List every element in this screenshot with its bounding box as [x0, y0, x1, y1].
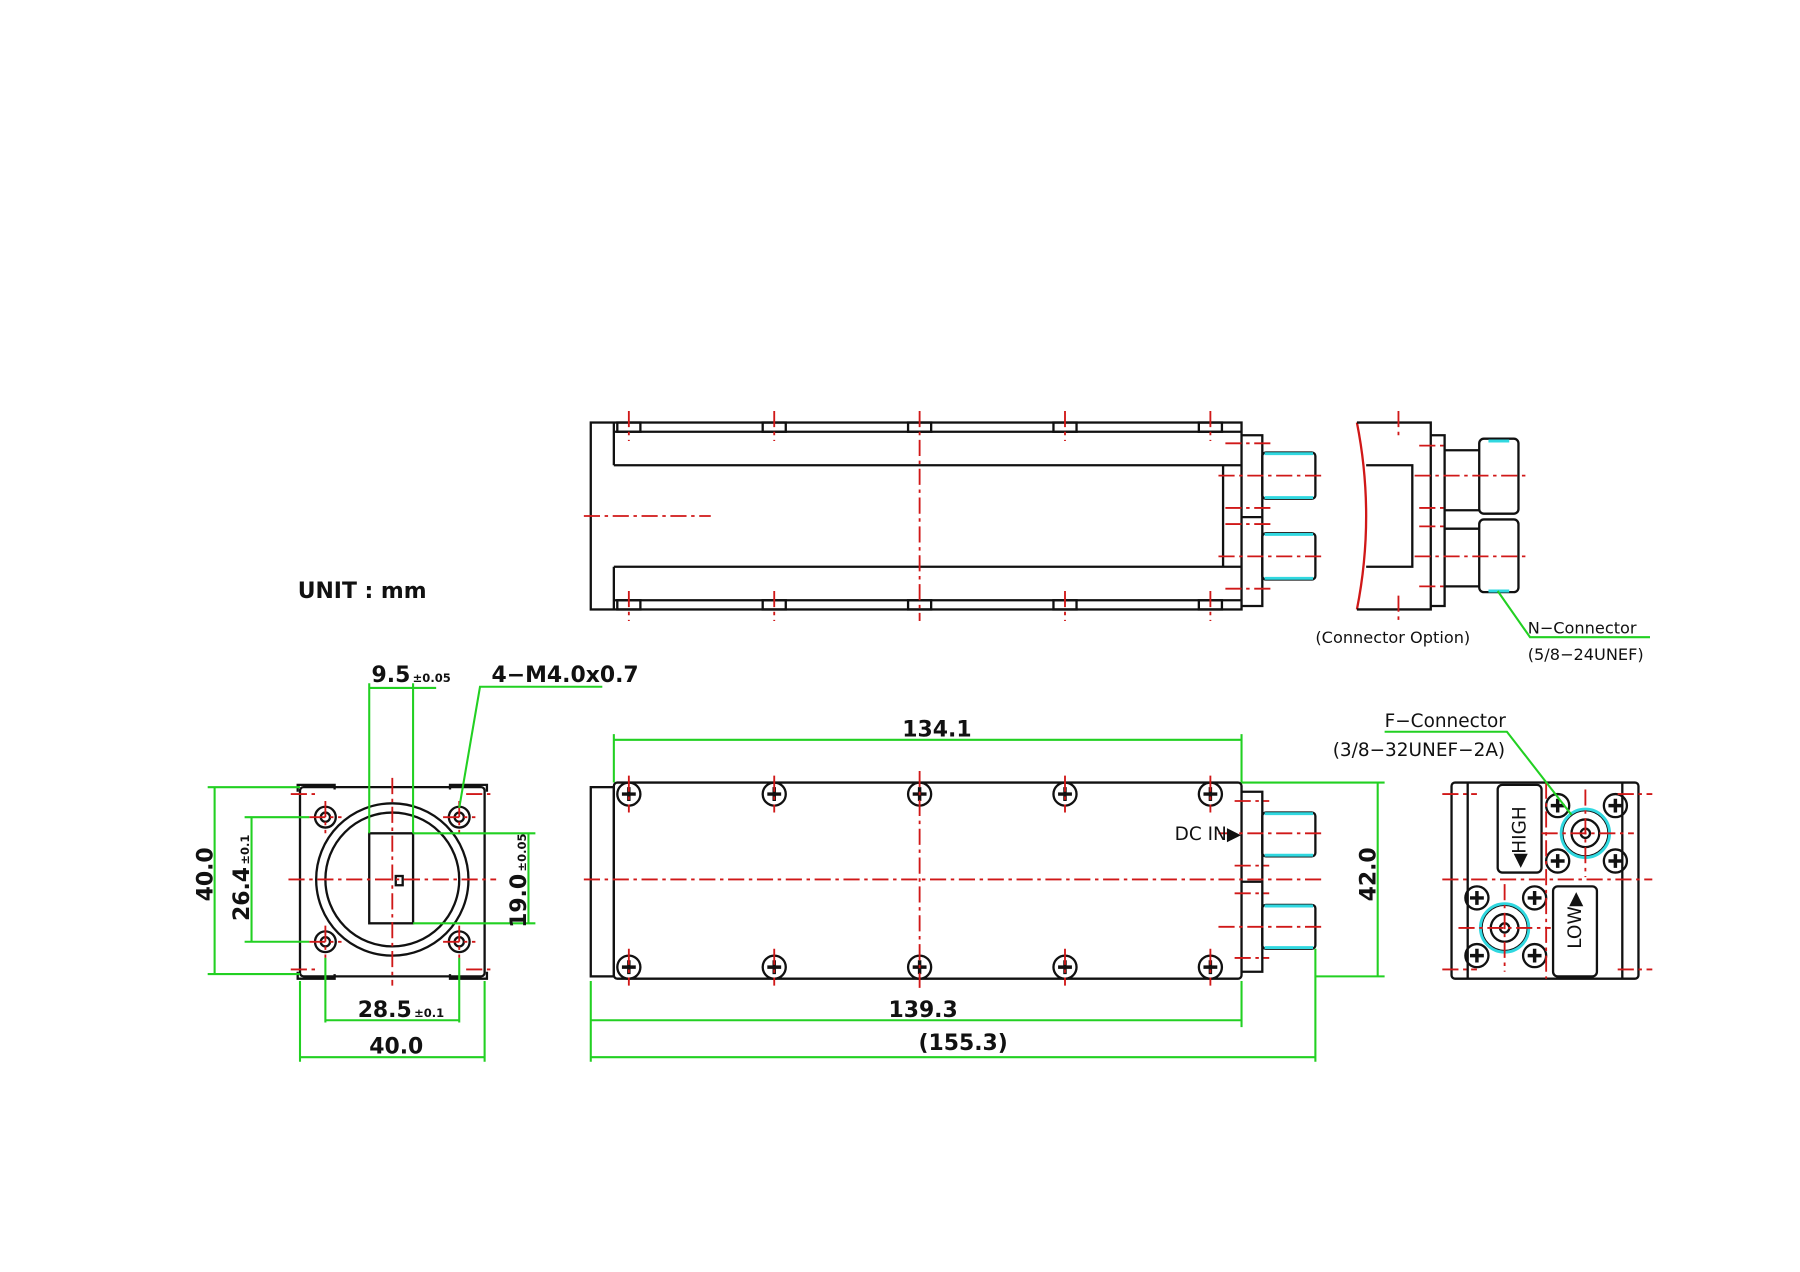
dim-front-hole-v-group: 26.4 ±0.1: [230, 835, 255, 921]
f-connector-spec: (3/8−32UNEF−2A): [1333, 740, 1505, 761]
low-port-label: LOW▶: [1565, 891, 1586, 948]
dim-side-height: 42.0: [1356, 847, 1381, 901]
side-view: 134.1 139.3 (155.3) 42.0 DC IN▶: [583, 717, 1385, 1062]
dim-front-slot-v: 19.0: [507, 874, 532, 928]
n-connector-spec: (5/8−24UNEF): [1528, 645, 1644, 664]
dim-front-hole-h-group: 28.5±0.1: [358, 998, 444, 1023]
connector-option-caption: (Connector Option): [1315, 628, 1470, 647]
high-port-label: ◀HIGH: [1509, 806, 1530, 868]
dim-front-slot-w: 9.5: [372, 663, 411, 688]
dim-front-slot-w-group: 9.5±0.05: [372, 663, 451, 688]
dim-front-height: 40.0: [193, 847, 218, 901]
unit-label: UNIT : mm: [298, 579, 427, 604]
dim-front-slot-w-tol: ±0.05: [413, 671, 451, 685]
dim-front-slot-v-group: 19.0 ±0.05: [507, 833, 532, 927]
dim-front-hole-h: 28.5: [358, 998, 412, 1023]
dim-total-length: (155.3): [918, 1031, 1007, 1056]
dc-in-label: DC IN▶: [1175, 824, 1242, 845]
side-screws: [616, 781, 1224, 980]
dim-body-length: 139.3: [888, 998, 957, 1023]
end-screws: [1464, 792, 1629, 969]
n-connector-label: N−Connector: [1528, 619, 1637, 638]
dim-front-hole-v: 26.4: [230, 867, 255, 921]
thread-callout: 4−M4.0x0.7: [492, 663, 639, 688]
connector-option-view: (Connector Option) N−Connector (5/8−24UN…: [1315, 411, 1650, 664]
dim-front-width: 40.0: [369, 1035, 423, 1060]
dim-front-slot-v-tol: ±0.05: [515, 833, 529, 871]
dim-front-hole-v-tol: ±0.1: [238, 835, 252, 865]
front-view: 40.0 26.4±0.1 19.0±0.05 9.5±0.05 4−M4.0x…: [193, 663, 639, 1062]
dim-front-hole-h-tol: ±0.1: [414, 1006, 444, 1020]
f-connector-label: F−Connector: [1385, 711, 1507, 732]
top-view: [583, 411, 1325, 621]
end-view: F−Connector (3/8−32UNEF−2A) ◀HIGH LOW▶: [1333, 711, 1653, 980]
dim-inner-length: 134.1: [902, 717, 971, 742]
